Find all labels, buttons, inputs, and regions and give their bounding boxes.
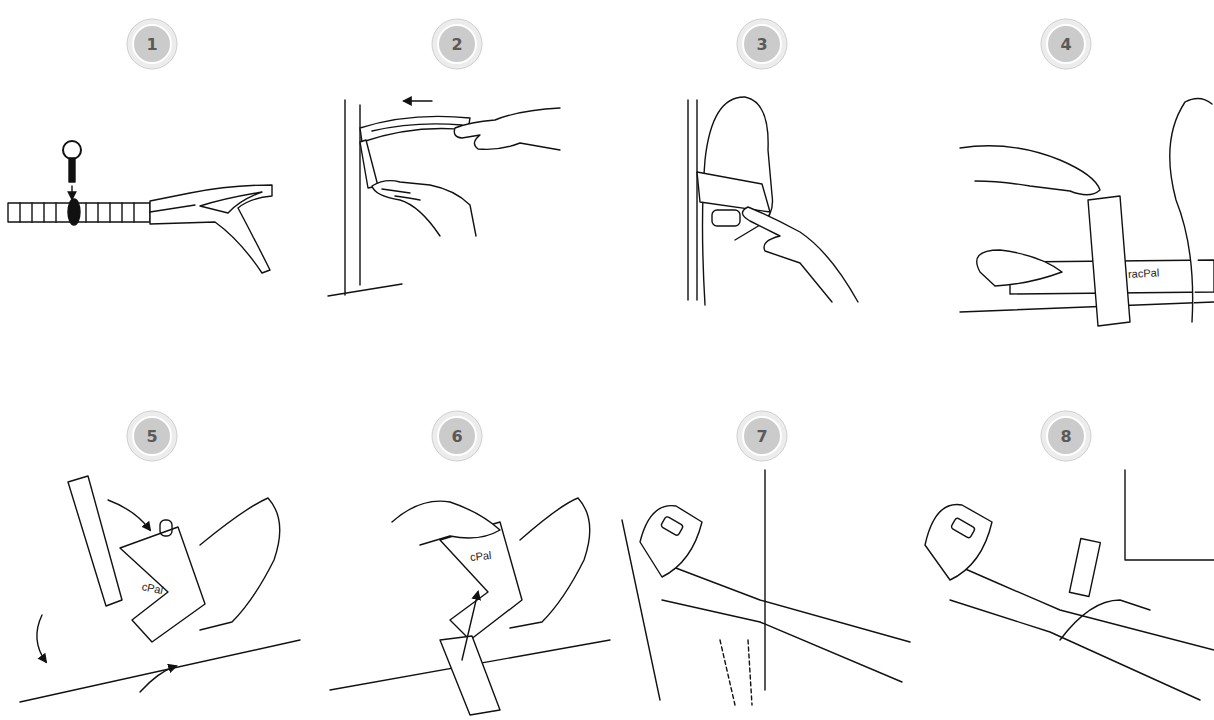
pin-shaft xyxy=(69,158,75,182)
strap xyxy=(697,172,770,212)
strap-end xyxy=(68,476,122,606)
strap xyxy=(660,516,683,536)
hand xyxy=(742,207,858,302)
insert-arrow xyxy=(71,186,72,199)
strap-end xyxy=(440,636,500,715)
outer-ring xyxy=(432,19,482,69)
step-number: 1 xyxy=(126,18,178,70)
step-number-circle: 3 xyxy=(736,18,788,70)
step-number: 7 xyxy=(736,410,788,462)
block xyxy=(1069,539,1100,597)
panel-foot-in-strap xyxy=(688,97,858,305)
strap xyxy=(1088,196,1130,326)
hidden-cord xyxy=(720,640,752,705)
cord-ring xyxy=(68,199,80,225)
step-number: 6 xyxy=(431,410,483,462)
motion-arrow xyxy=(37,615,46,662)
panel-secure-strap xyxy=(330,498,610,715)
pin-head xyxy=(63,141,81,159)
foot xyxy=(925,505,992,581)
strap-seam xyxy=(372,124,462,131)
motion-arrow xyxy=(462,592,478,660)
outer-ring xyxy=(737,19,787,69)
step-number: 2 xyxy=(431,18,483,70)
panel-stretch-block xyxy=(925,470,1214,700)
step-number: 4 xyxy=(1040,18,1092,70)
foot xyxy=(510,498,590,628)
outer-ring xyxy=(127,19,177,69)
direction-arrow xyxy=(404,100,432,101)
strap xyxy=(950,517,975,538)
hand xyxy=(392,501,500,545)
panel-door-anchor xyxy=(328,100,560,296)
strap-loop xyxy=(977,250,1062,286)
outer-ring xyxy=(432,411,482,461)
wall xyxy=(1125,470,1214,560)
outer-ring xyxy=(127,411,177,461)
fingers xyxy=(382,189,420,200)
outer-ring xyxy=(737,411,787,461)
strap-slot xyxy=(200,192,262,213)
illustration xyxy=(8,97,1214,715)
strap-tab xyxy=(160,520,172,536)
motion-arrow xyxy=(108,500,150,530)
panel-wrap-strap xyxy=(960,98,1214,326)
strap xyxy=(150,185,272,273)
hand xyxy=(454,108,560,150)
panel-stretch xyxy=(622,470,910,705)
panel-fold-strap xyxy=(20,476,300,702)
strap-end xyxy=(360,140,378,188)
step-number-circle: 8 xyxy=(1040,410,1092,462)
step-number-circle: 7 xyxy=(736,410,788,462)
strap-brand: racPal xyxy=(1128,266,1160,280)
foot xyxy=(640,506,702,577)
door-frame xyxy=(622,470,765,700)
strap xyxy=(440,522,522,640)
step-number: 3 xyxy=(736,18,788,70)
outer-ring xyxy=(1041,19,1091,69)
motion-arrow xyxy=(140,666,176,692)
strap-loop xyxy=(712,210,740,226)
outer-ring xyxy=(1041,411,1091,461)
step-number: 8 xyxy=(1040,410,1092,462)
strap xyxy=(360,116,470,142)
foot xyxy=(200,498,280,630)
leg xyxy=(960,302,1214,312)
leg xyxy=(1060,600,1150,640)
strap xyxy=(120,527,205,642)
hand xyxy=(372,181,476,236)
step-number-circle: 5 xyxy=(126,410,178,462)
step-number-circle: 1 xyxy=(126,18,178,70)
step-number-circle: 6 xyxy=(431,410,483,462)
hand xyxy=(960,146,1100,195)
leg xyxy=(20,640,300,702)
step-number-circle: 4 xyxy=(1040,18,1092,70)
strap-seam xyxy=(150,205,195,212)
door-frame xyxy=(688,100,697,300)
step-number: 5 xyxy=(126,410,178,462)
step-number-circle: 2 xyxy=(431,18,483,70)
strap-brand: cPal xyxy=(469,549,492,563)
arm xyxy=(660,562,910,682)
panel-cord-and-pin xyxy=(8,141,272,273)
foot xyxy=(1170,98,1212,322)
